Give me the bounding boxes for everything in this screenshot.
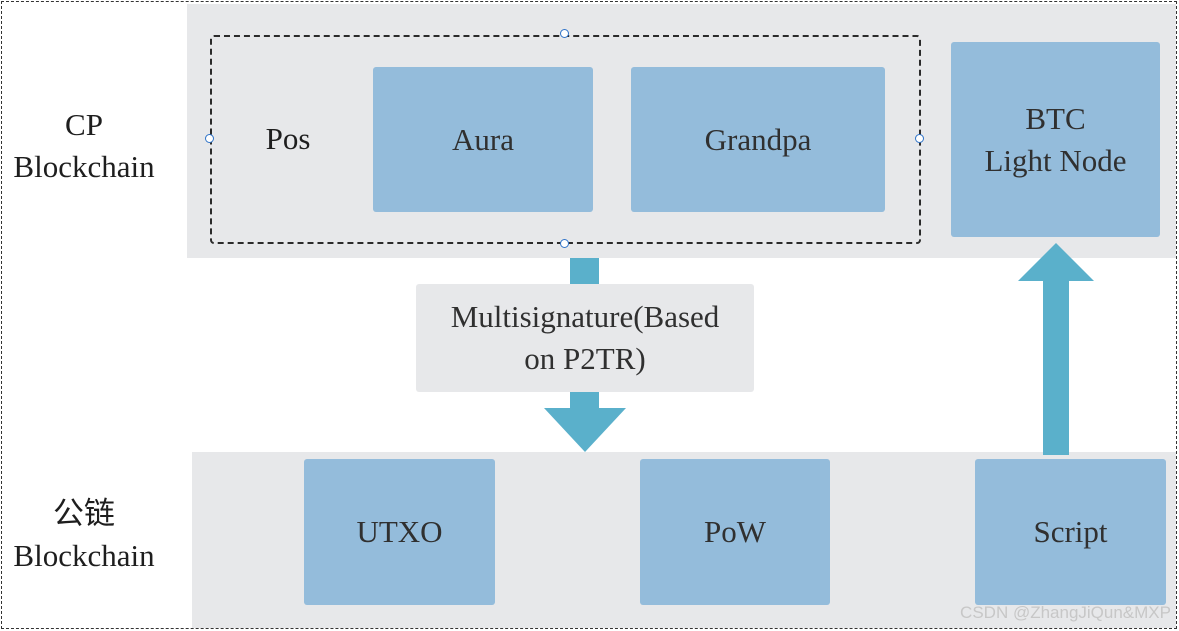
multisig-line2: on P2TR): [524, 341, 646, 376]
up-arrow: [1018, 243, 1094, 455]
grandpa-label: Grandpa: [704, 121, 812, 157]
public-blockchain-label: 公链 Blockchain: [0, 493, 168, 577]
pow-box[interactable]: PoW: [640, 459, 830, 605]
selection-handle-left[interactable]: [205, 134, 214, 143]
btc-light-node-line2: Light Node: [984, 142, 1127, 178]
aura-label: Aura: [452, 121, 514, 157]
cp-label-line2: Blockchain: [13, 149, 155, 184]
utxo-label: UTXO: [356, 514, 443, 549]
selection-handle-right[interactable]: [915, 134, 924, 143]
public-label-line1: 公链: [53, 496, 115, 531]
grandpa-box[interactable]: Grandpa: [631, 67, 885, 212]
selection-handle-top[interactable]: [560, 29, 569, 38]
multisignature-box[interactable]: Multisignature(Based on P2TR): [416, 284, 754, 392]
watermark: CSDN @ZhangJiQun&MXP: [960, 603, 1171, 622]
pos-label: Pos: [265, 121, 311, 156]
aura-box[interactable]: Aura: [373, 67, 593, 212]
btc-light-node-line1: BTC: [1025, 100, 1086, 136]
multisig-line1: Multisignature(Based: [450, 299, 720, 334]
btc-light-node-box[interactable]: BTC Light Node: [951, 42, 1160, 237]
pow-label: PoW: [704, 514, 766, 549]
script-box[interactable]: Script: [975, 459, 1166, 605]
selection-handle-bottom[interactable]: [560, 239, 569, 248]
script-label: Script: [1033, 514, 1108, 549]
utxo-box[interactable]: UTXO: [304, 459, 495, 605]
cp-label-line1: CP: [65, 107, 103, 142]
public-label-line2: Blockchain: [13, 538, 155, 573]
cp-blockchain-label: CP Blockchain: [0, 104, 168, 188]
